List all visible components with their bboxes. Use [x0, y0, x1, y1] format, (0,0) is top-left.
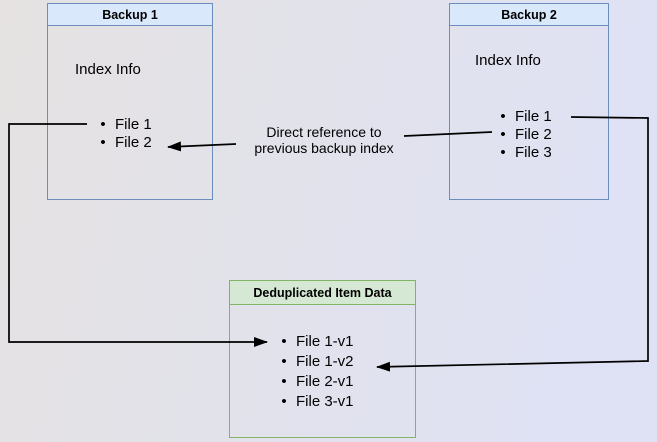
backup1-box: Backup 1 Index Info File 1 File 2 — [47, 3, 213, 200]
backup2-box: Backup 2 Index Info File 1 File 2 File 3 — [449, 3, 609, 200]
backup1-title: Backup 1 — [48, 4, 212, 26]
backup2-file-list: File 1 File 2 File 3 — [499, 107, 552, 161]
backup1-index-info-label: Index Info — [75, 61, 141, 78]
list-item: File 3-v1 — [280, 391, 354, 411]
list-item: File 2 — [499, 125, 552, 143]
backup2-title: Backup 2 — [450, 4, 608, 26]
list-item: File 3 — [499, 143, 552, 161]
dedup-title: Deduplicated Item Data — [230, 281, 415, 305]
list-item: File 1 — [99, 115, 152, 133]
dedup-file-list: File 1-v1 File 1-v2 File 2-v1 File 3-v1 — [280, 331, 354, 411]
backup2-index-info-label: Index Info — [475, 52, 541, 69]
list-item: File 1 — [499, 107, 552, 125]
list-item: File 1-v1 — [280, 331, 354, 351]
direct-reference-annotation: Direct reference to previous backup inde… — [254, 124, 394, 156]
dedup-box: Deduplicated Item Data File 1-v1 File 1-… — [229, 280, 416, 438]
backup1-file-list: File 1 File 2 — [99, 115, 152, 151]
list-item: File 2 — [99, 133, 152, 151]
list-item: File 2-v1 — [280, 371, 354, 391]
list-item: File 1-v2 — [280, 351, 354, 371]
